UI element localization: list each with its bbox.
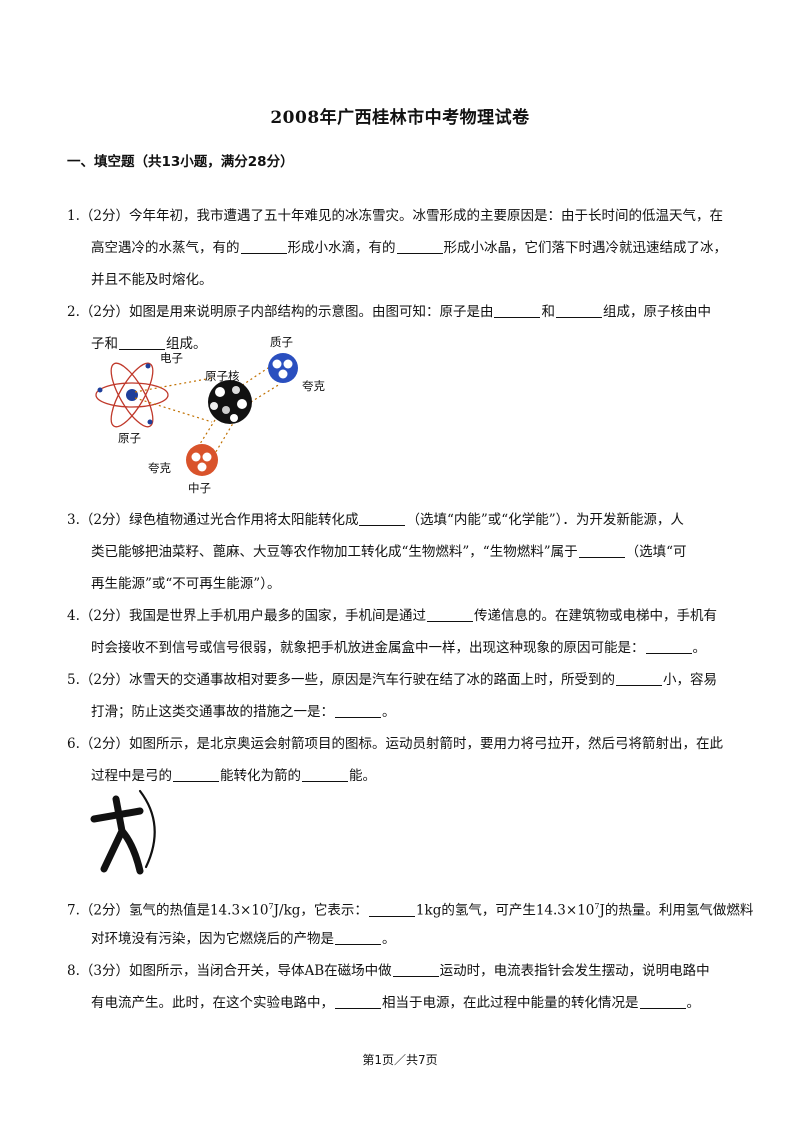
- answer-blank[interactable]: [578, 543, 625, 558]
- question-6-line-2: 过程中是弓的能转化为箭的能。: [91, 767, 376, 784]
- section-heading: 一、填空题（共13小题，满分28分）: [67, 154, 294, 170]
- question-8-line-1: 8.（3分）如图所示，当闭合开关，导体AB在磁场中做运动时，电流表指针会发生摆动…: [67, 962, 710, 979]
- answer-blank[interactable]: [359, 511, 406, 526]
- answer-blank[interactable]: [335, 703, 381, 718]
- answer-blank[interactable]: [240, 239, 287, 254]
- question-3-line-1: 3.（2分）绿色植物通过光合作用将太阳能转化成（选填“内能”或“化学能”）．为开…: [67, 511, 684, 528]
- question-8-line-2: 有电流产生。此时，在这个实验电路中，相当于电源，在此过程中能量的转化情况是。: [91, 994, 700, 1011]
- page-title: 2008年广西桂林市中考物理试卷: [270, 108, 530, 128]
- question-5-line-2: 打滑；防止这类交通事故的措施之一是：。: [91, 703, 396, 720]
- answer-blank[interactable]: [494, 303, 541, 318]
- answer-blank[interactable]: [426, 607, 473, 622]
- answer-blank[interactable]: [173, 767, 219, 782]
- question-3-line-2: 类已能够把油菜籽、蓖麻、大豆等农作物加工转化成“生物燃料”，“生物燃料”属于（选…: [91, 543, 687, 560]
- answer-blank[interactable]: [392, 962, 439, 977]
- label-proton: 质子: [270, 335, 293, 349]
- label-nucleus: 原子核: [205, 369, 240, 383]
- nucleus-icon: [208, 380, 252, 424]
- answer-blank[interactable]: [119, 335, 165, 350]
- question-6-line-1: 6.（2分）如图所示，是北京奥运会射箭项目的图标。运动员射箭时，要用力将弓拉开，…: [67, 736, 723, 752]
- answer-blank[interactable]: [335, 994, 381, 1009]
- label-atom: 原子: [118, 431, 141, 445]
- atom-icon: [95, 362, 169, 428]
- answer-blank[interactable]: [639, 994, 686, 1009]
- answer-blank[interactable]: [645, 639, 692, 654]
- answer-blank[interactable]: [555, 303, 602, 318]
- question-1-line-1: 1.（2分）今年年初，我市遭遇了五十年难见的冰冻雪灾。冰雪形成的主要原因是：由于…: [67, 208, 723, 224]
- label-quark-right: 夸克: [302, 379, 325, 393]
- page-footer: 第1页／共7页: [362, 1053, 438, 1067]
- label-electron: 电子: [160, 351, 183, 365]
- archery-pictogram-icon: [90, 789, 156, 875]
- answer-blank[interactable]: [615, 671, 662, 686]
- question-2-line-1: 2.（2分）如图是用来说明原子内部结构的示意图。由图可知：原子是由和组成，原子核…: [67, 303, 711, 320]
- question-3-line-3: 再生能源”或“不可再生能源”）。: [91, 576, 281, 592]
- question-4-line-2: 时会接收不到信号或信号很弱，就象把手机放进金属盒中一样，出现这种现象的原因可能是…: [91, 639, 706, 656]
- neutron-icon: [186, 444, 218, 476]
- atom-structure-figure: 电子 原子 原子核 质子 夸克 夸克 中子: [95, 335, 325, 495]
- question-1-line-3: 并且不能及时熔化。: [91, 272, 213, 288]
- label-quark-left: 夸克: [148, 461, 171, 475]
- answer-blank[interactable]: [368, 902, 415, 917]
- answer-blank[interactable]: [396, 239, 443, 254]
- answer-blank[interactable]: [302, 767, 348, 782]
- question-7-line-1: 7.（2分）氢气的热值是14.3×107J/kg，它表示：1kg的氢气，可产生1…: [67, 902, 754, 919]
- proton-icon: [268, 353, 298, 383]
- question-1-line-2: 高空遇冷的水蒸气，有的形成小水滴，有的形成小冰晶，它们落下时遇冷就迅速结成了冰，: [91, 239, 727, 256]
- answer-blank[interactable]: [335, 930, 381, 945]
- question-2-line-2: 子和组成。: [91, 335, 207, 352]
- question-5-line-1: 5.（2分）冰雪天的交通事故相对要多一些，原因是汽车行驶在结了冰的路面上时，所受…: [67, 671, 717, 688]
- label-neutron: 中子: [188, 481, 211, 495]
- question-4-line-1: 4.（2分）我国是世界上手机用户最多的国家，手机间是通过传递信息的。在建筑物或电…: [67, 607, 717, 624]
- question-7-line-2: 对环境没有污染，因为它燃烧后的产物是。: [91, 930, 396, 947]
